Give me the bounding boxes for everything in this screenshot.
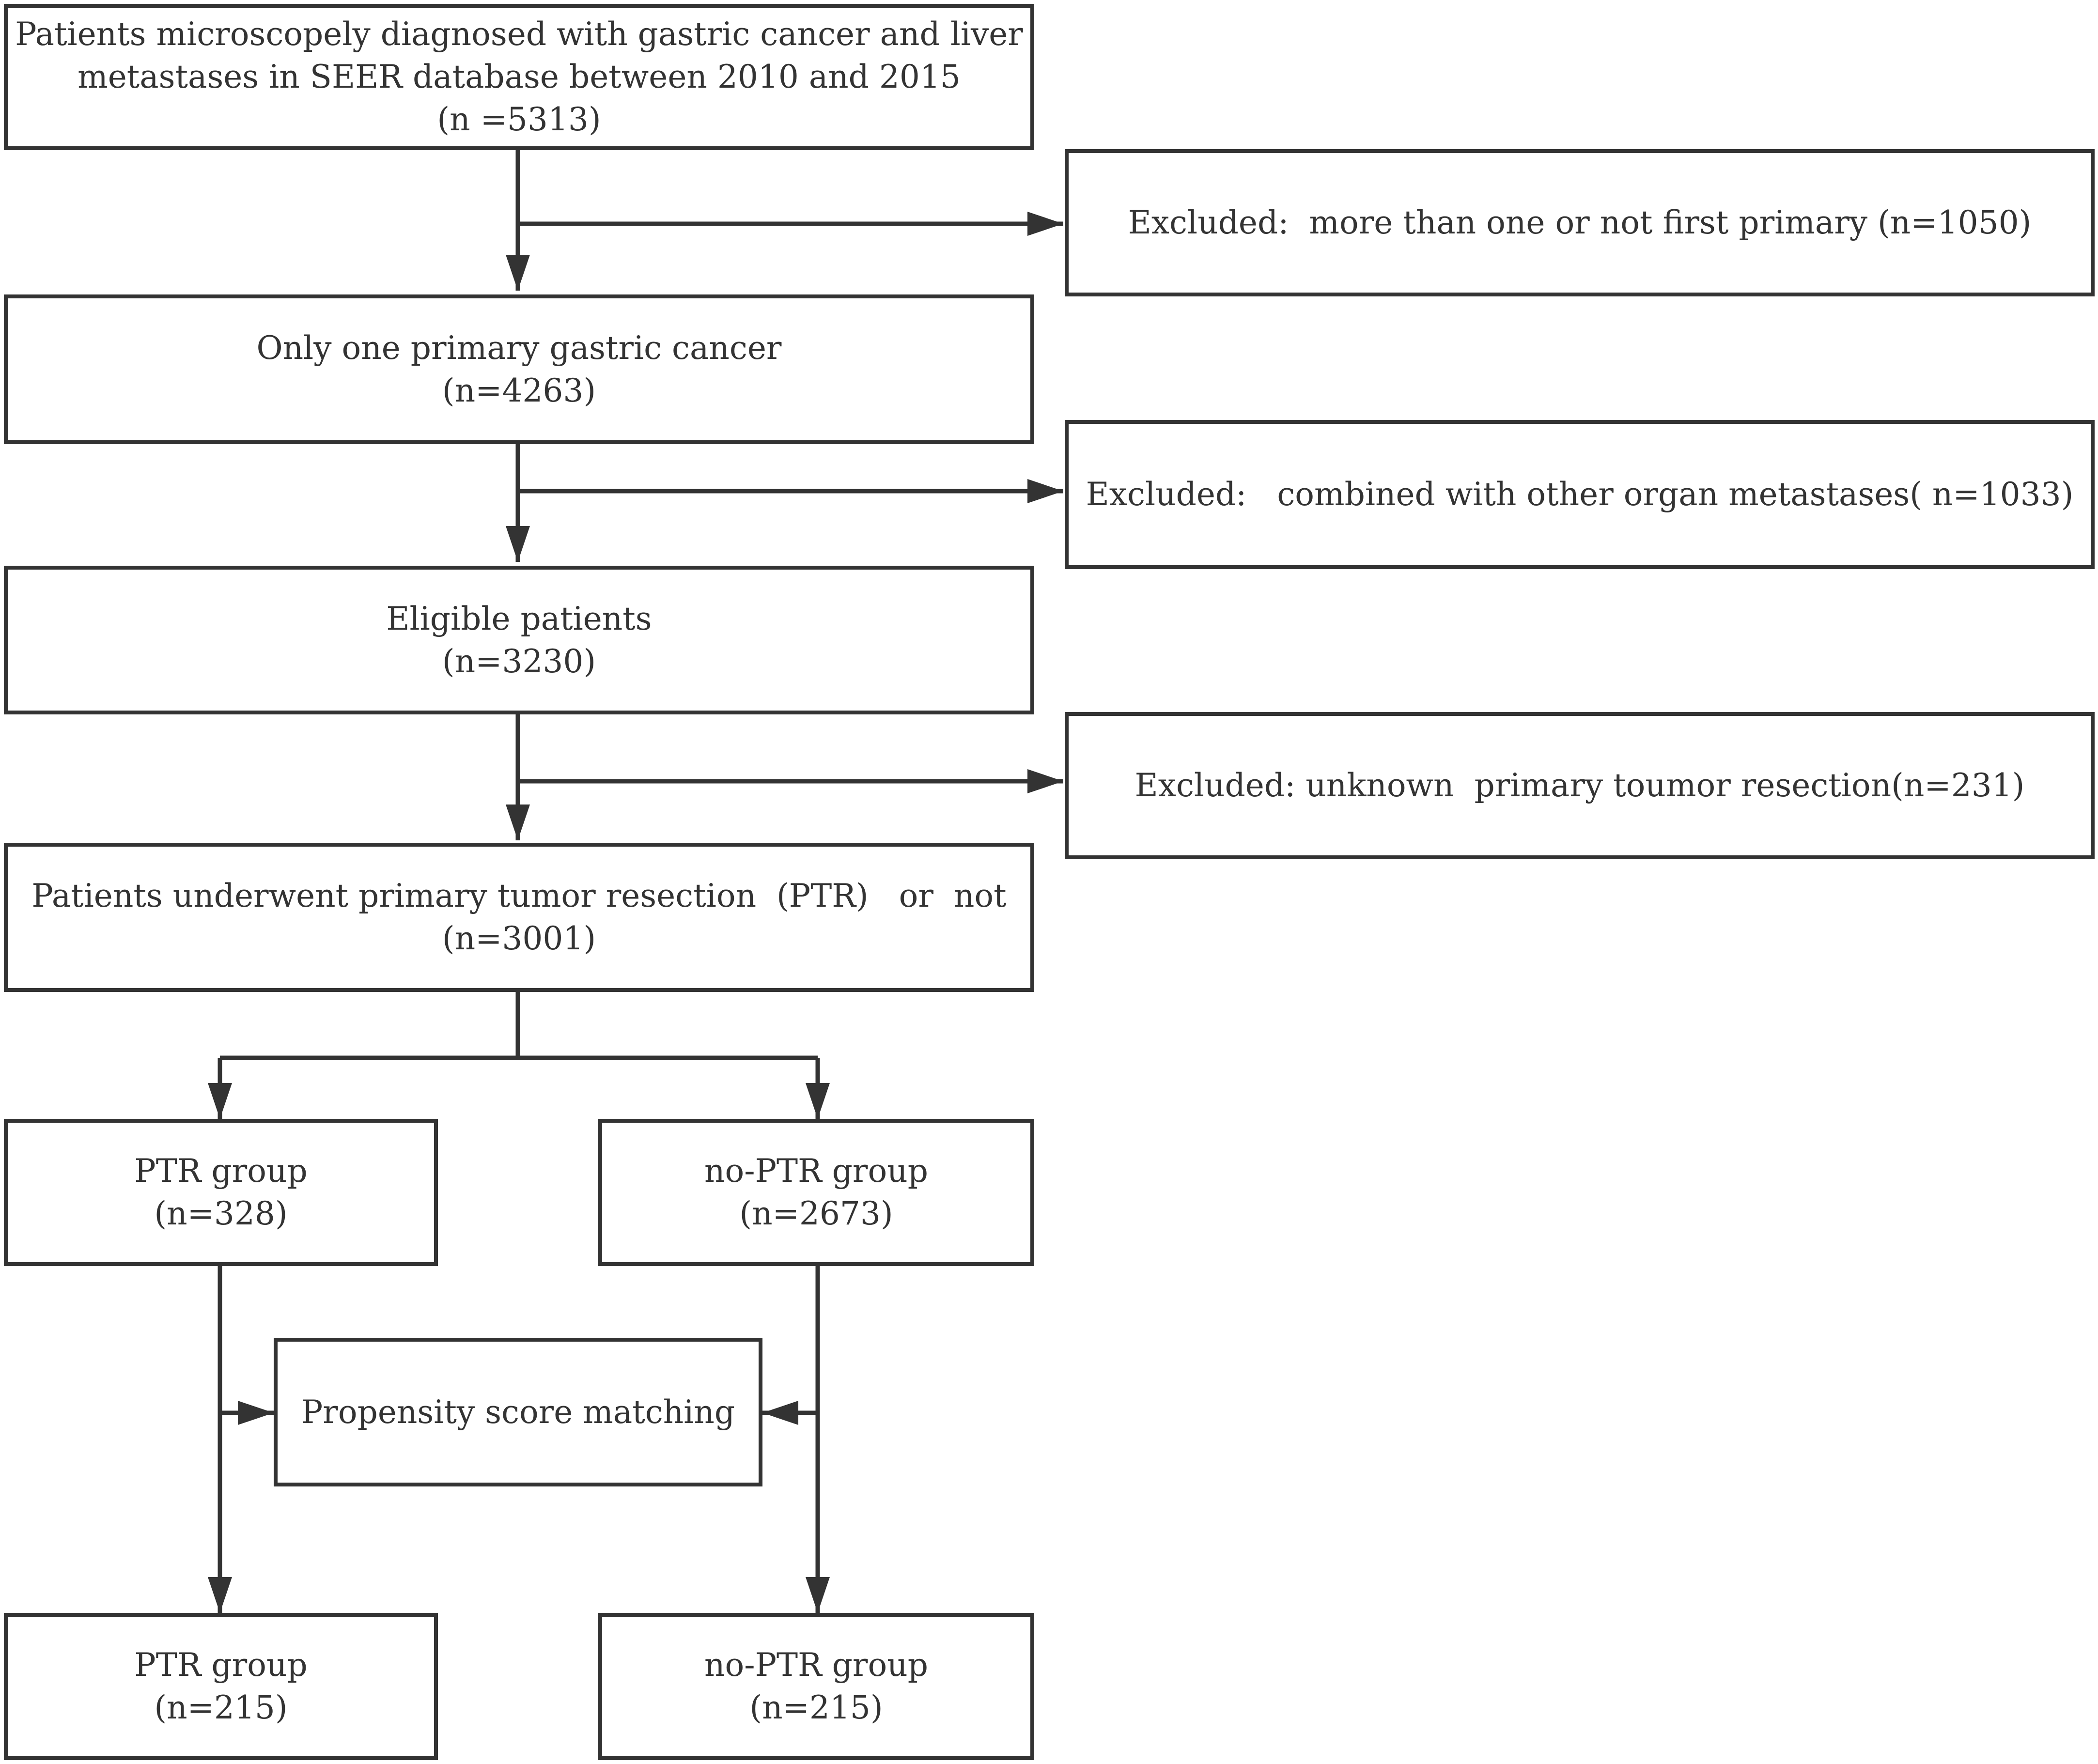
eligible-box: Eligible patients (n=3230) bbox=[4, 566, 1034, 714]
no-ptr-group-label: no-PTR group bbox=[704, 1152, 928, 1190]
start-box: Patients microscopely diagnosed with gas… bbox=[4, 4, 1034, 150]
excluded-2-text: Excluded: combined with other organ meta… bbox=[1086, 476, 2074, 513]
excluded-3-text: Excluded: unknown primary toumor resecti… bbox=[1134, 767, 2025, 804]
ptr-group-box: PTR group (n=328) bbox=[4, 1119, 438, 1266]
no-ptr-group-matched-box: no-PTR group (n=215) bbox=[598, 1613, 1034, 1760]
ptr-or-not-box: Patients underwent primary tumor resecti… bbox=[4, 843, 1034, 992]
arrowheads bbox=[208, 212, 1063, 1613]
no-ptr-group-box: no-PTR group (n=2673) bbox=[598, 1119, 1034, 1266]
ptr-group-matched-count: (n=215) bbox=[154, 1689, 288, 1726]
excluded-1-text: Excluded: more than one or not first pri… bbox=[1128, 204, 2032, 241]
no-ptr-group-matched-count: (n=215) bbox=[749, 1689, 883, 1726]
excluded-box-3: Excluded: unknown primary toumor resecti… bbox=[1065, 712, 2095, 859]
ptr-group-matched-label: PTR group bbox=[134, 1646, 308, 1684]
ptr-or-not-count: (n=3001) bbox=[442, 920, 596, 957]
excluded-box-2: Excluded: combined with other organ meta… bbox=[1065, 420, 2095, 569]
one-primary-box: Only one primary gastric cancer (n=4263) bbox=[4, 294, 1034, 444]
start-count: (n =5313) bbox=[437, 101, 601, 138]
eligible-count: (n=3230) bbox=[442, 642, 596, 680]
psm-label: Propensity score matching bbox=[301, 1393, 735, 1431]
excluded-box-1: Excluded: more than one or not first pri… bbox=[1065, 149, 2095, 296]
one-primary-label: Only one primary gastric cancer bbox=[256, 329, 782, 367]
psm-box: Propensity score matching bbox=[274, 1338, 762, 1486]
no-ptr-group-matched-label: no-PTR group bbox=[704, 1646, 928, 1684]
one-primary-count: (n=4263) bbox=[442, 371, 596, 409]
start-line-1: Patients microscopely diagnosed with gas… bbox=[15, 15, 1023, 53]
ptr-or-not-label: Patients underwent primary tumor resecti… bbox=[31, 877, 1007, 914]
eligible-label: Eligible patients bbox=[386, 600, 652, 637]
ptr-group-count: (n=328) bbox=[154, 1195, 288, 1232]
ptr-group-label: PTR group bbox=[134, 1152, 308, 1190]
ptr-group-matched-box: PTR group (n=215) bbox=[4, 1613, 438, 1760]
start-line-2: metastases in SEER database between 2010… bbox=[78, 58, 961, 95]
no-ptr-group-count: (n=2673) bbox=[739, 1195, 893, 1232]
